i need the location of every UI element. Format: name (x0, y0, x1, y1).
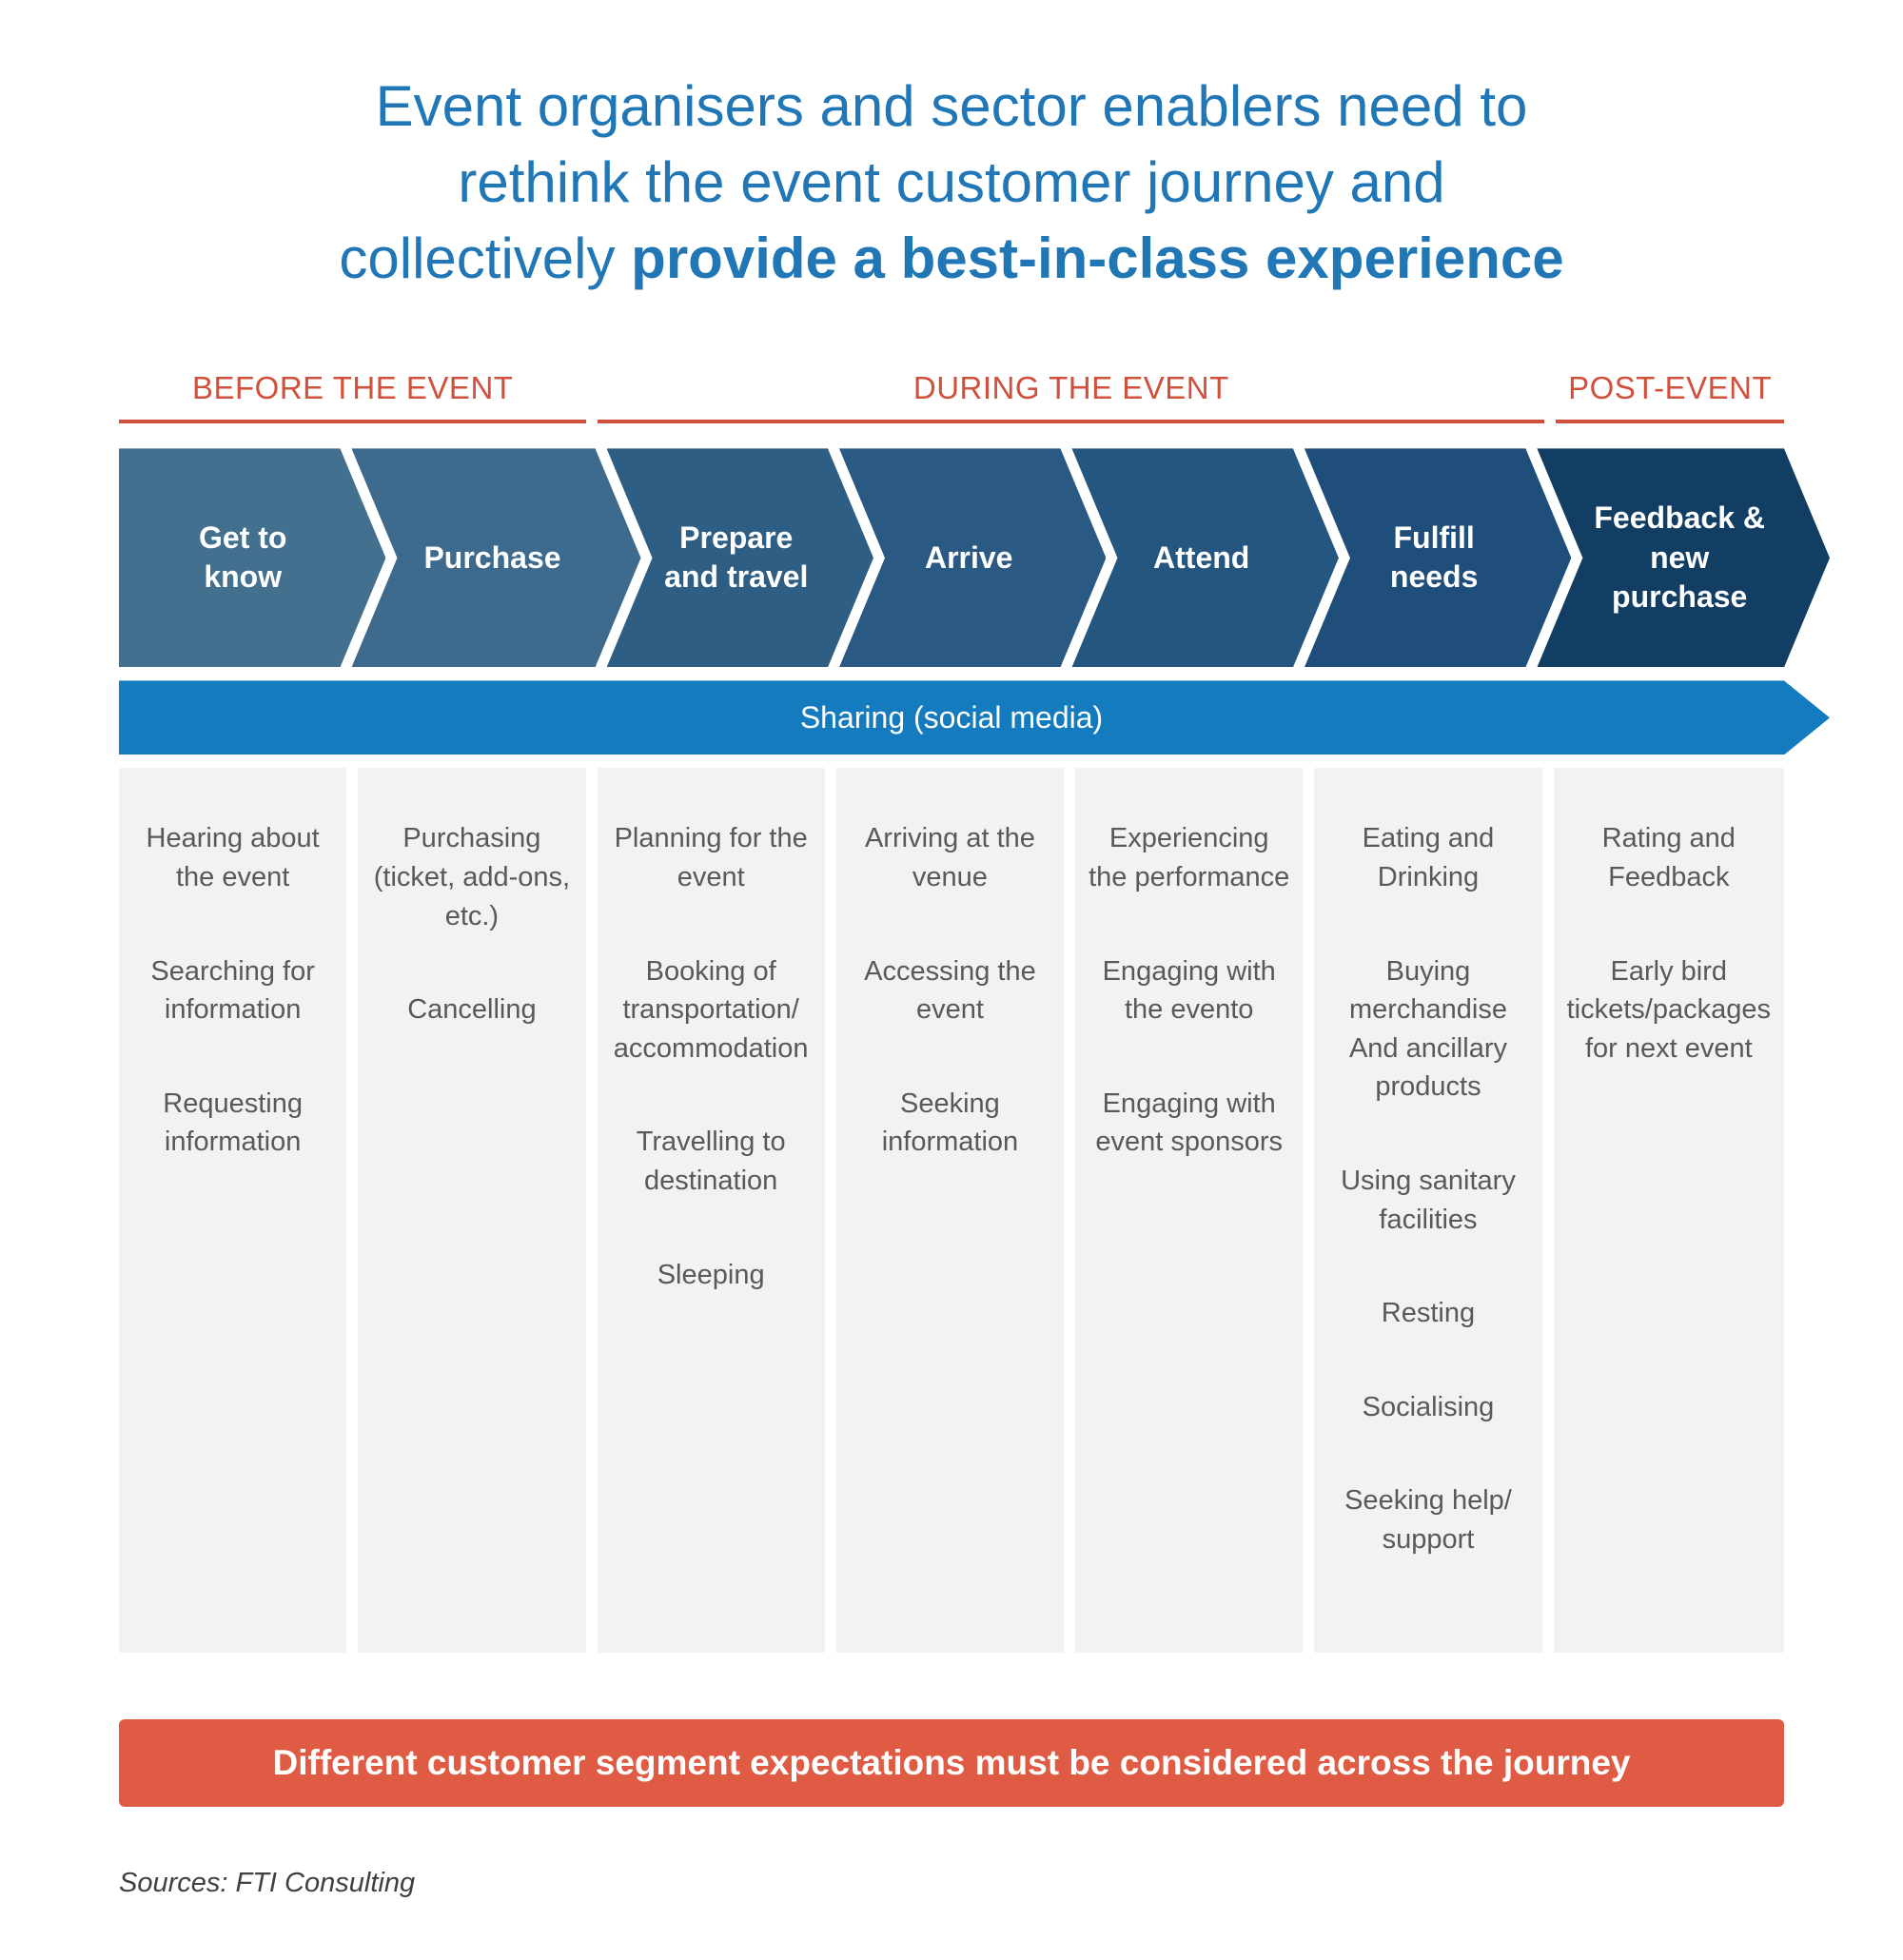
stage-label-purchase: Purchase (423, 539, 561, 575)
stage-chevron-arrive: Arrive (839, 448, 1106, 667)
stage-chevron-row: Get to know Purchase Prepare and travel … (119, 448, 1784, 667)
journey-item: Rating and Feedback (1601, 823, 1736, 892)
title-line-2: rethink the event customer journey and (458, 149, 1445, 214)
stage-chevron-feedback-new-purchase: Feedback & new purchase (1537, 448, 1830, 667)
sharing-social-media-bar: Sharing (social media) (119, 680, 1830, 755)
journey-item: Hearing about the event (146, 823, 320, 892)
stage-column-arrive: Arriving at the venue Accessing the even… (835, 768, 1065, 1653)
source-note: Sources: FTI Consulting (119, 1867, 416, 1898)
journey-item: Requesting information (163, 1088, 303, 1158)
stage-chevron-get-to-know: Get to know (119, 448, 385, 667)
journey-item: Experiencing the performance (1089, 823, 1290, 892)
journey-item: Eating and Drinking (1362, 823, 1495, 892)
stage-chevron-prepare-travel: Prepare and travel (607, 448, 873, 667)
journey-item: Travelling to destination (636, 1127, 786, 1196)
stage-label-get-to-know: Get to know (199, 519, 287, 595)
journey-item: Booking of transportation/ accommodation (613, 955, 809, 1064)
title-line-3-bold: provide a best-in-class experience (631, 225, 1564, 290)
journey-item: Purchasing (ticket, add-ons, etc.) (373, 823, 571, 931)
stage-label-feedback-new-purchase: Feedback & new purchase (1594, 500, 1765, 615)
stage-chevron-fulfill-needs: Fulfill needs (1305, 448, 1571, 667)
journey-item: Early bird tickets/packages for next eve… (1566, 955, 1771, 1064)
title-line-1: Event organisers and sector enablers nee… (375, 74, 1528, 138)
journey-infographic: Event organisers and sector enablers nee… (119, 69, 1903, 1898)
journey-item: Arriving at the venue (864, 823, 1035, 892)
journey-item: Planning for the event (614, 823, 808, 892)
title-line-3-regular: collectively (339, 225, 632, 290)
stage-chevron-purchase: Purchase (351, 448, 640, 667)
journey-item: Accessing the event (864, 955, 1036, 1026)
journey-detail-columns: Hearing about the event Searching for in… (119, 768, 1784, 1653)
stage-label-arrive: Arrive (924, 539, 1013, 575)
stage-label-fulfill-needs: Fulfill needs (1389, 519, 1479, 595)
journey-item: Using sanitary facilities (1341, 1165, 1516, 1235)
stage-column-fulfill-needs: Eating and Drinking Buying merchandise A… (1314, 768, 1542, 1653)
phase-post-event: POST-EVENT (1556, 370, 1784, 424)
journey-item: Sleeping (657, 1259, 765, 1290)
stage-column-purchase: Purchasing (ticket, add-ons, etc.) Cance… (358, 768, 586, 1653)
stage-column-get-to-know: Hearing about the event Searching for in… (119, 768, 347, 1653)
stage-label-attend: Attend (1153, 539, 1250, 575)
stage-column-prepare-travel: Planning for the event Booking of transp… (597, 768, 825, 1653)
journey-item: Seeking help/ support (1344, 1485, 1512, 1555)
stage-column-attend: Experiencing the performance Engaging wi… (1075, 768, 1304, 1653)
title-line-3: collectively provide a best-in-class exp… (119, 221, 1784, 297)
journey-item: Socialising (1362, 1391, 1495, 1422)
journey-item: Engaging with event sponsors (1095, 1088, 1284, 1158)
phase-during-event: DURING THE EVENT (598, 370, 1545, 424)
journey-item: Resting (1381, 1298, 1476, 1329)
journey-item: Cancelling (407, 994, 537, 1026)
phase-before-event: BEFORE THE EVENT (119, 370, 587, 424)
stage-column-feedback-new-purchase: Rating and Feedback Early bird tickets/p… (1553, 768, 1784, 1653)
journey-item: Buying merchandise And ancillary product… (1348, 955, 1507, 1103)
stage-label-prepare-travel: Prepare and travel (664, 519, 809, 595)
page-title: Event organisers and sector enablers nee… (119, 69, 1784, 296)
phase-header-row: BEFORE THE EVENT DURING THE EVENT POST-E… (119, 370, 1784, 424)
customer-segment-banner: Different customer segment expectations … (119, 1718, 1784, 1807)
journey-item: Searching for information (150, 955, 315, 1026)
sharing-bar-label: Sharing (social media) (799, 699, 1104, 735)
journey-item: Seeking information (881, 1088, 1019, 1158)
journey-item: Engaging with the evento (1102, 955, 1276, 1026)
stage-chevron-attend: Attend (1071, 448, 1338, 667)
